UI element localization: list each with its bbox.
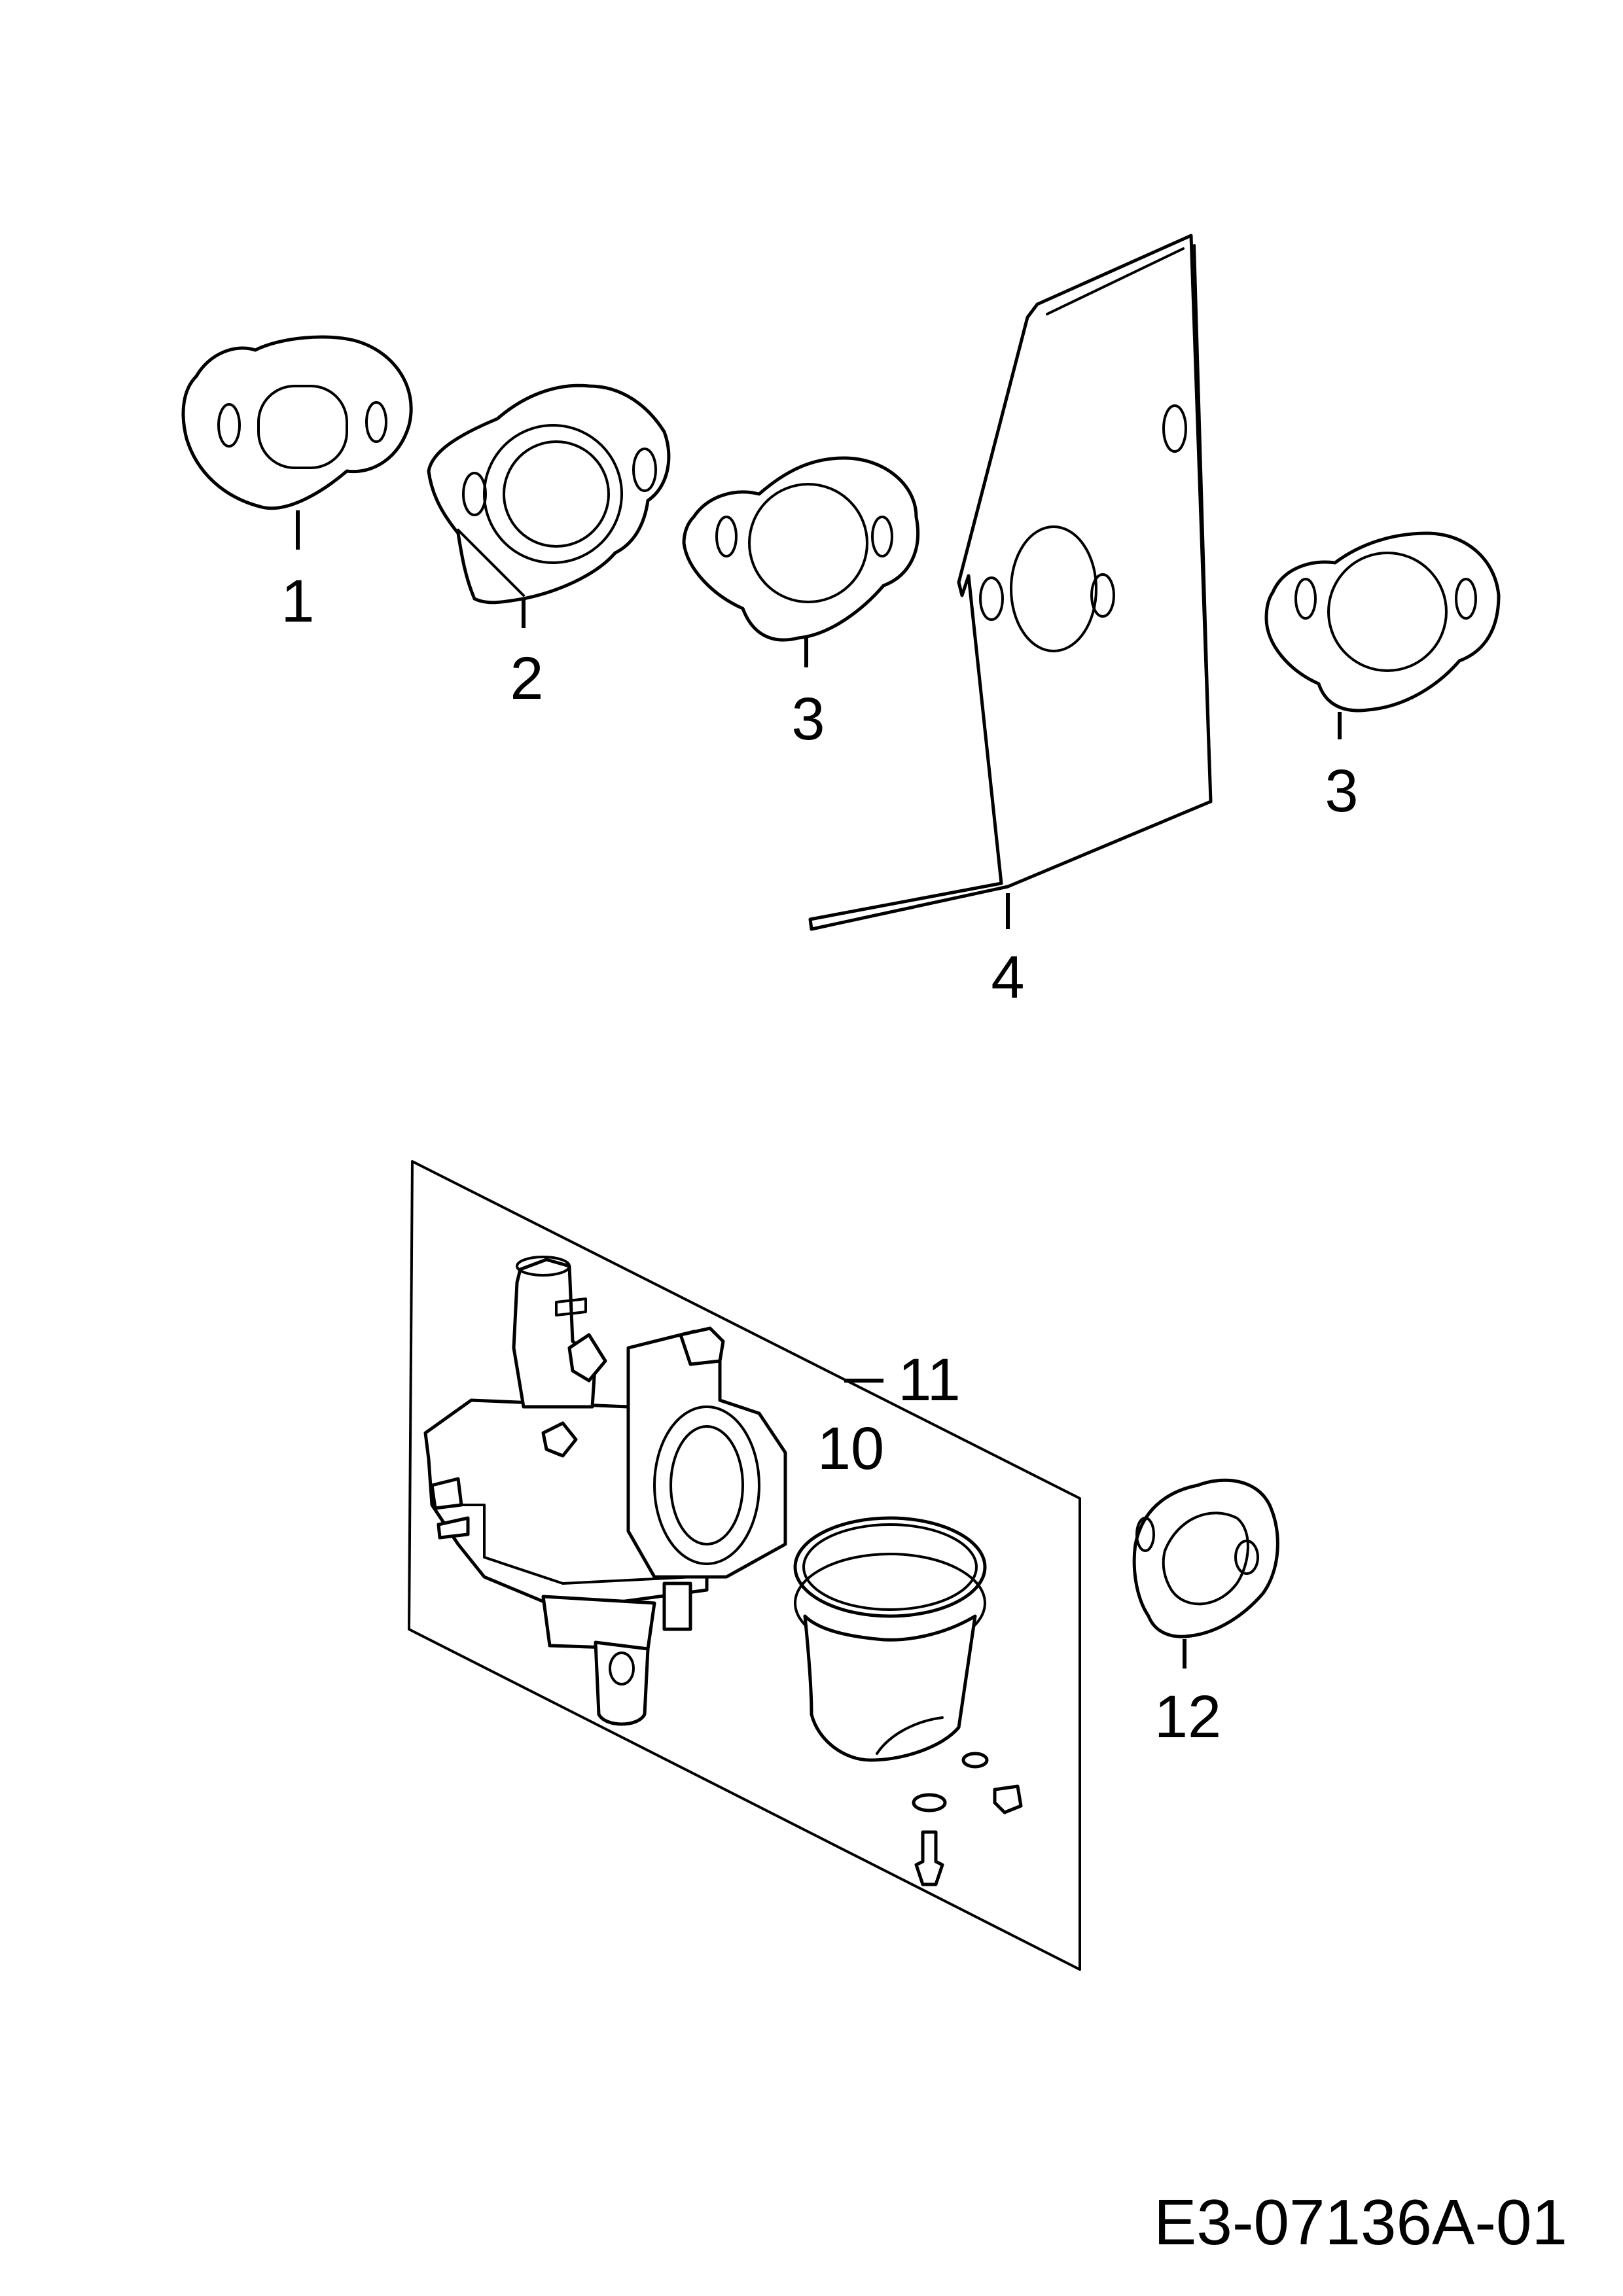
callout-12: 12 [1154, 1684, 1221, 1750]
callout-3b: 3 [1325, 758, 1358, 824]
diagram-reference-code: E3-07136A-01 [1154, 2186, 1567, 2258]
part-3-gasket-b[interactable] [1264, 531, 1501, 713]
part-4-heat-shield[interactable] [808, 234, 1213, 931]
callout-4: 4 [991, 944, 1024, 1011]
part-10-bowl-gasket[interactable] [793, 1516, 987, 1653]
part-11-carburetor-assembly-panel[interactable] [408, 1160, 1081, 1971]
callout-3a: 3 [791, 686, 825, 752]
carburetor-body[interactable] [423, 1256, 787, 1726]
part-12-gasket[interactable] [1132, 1478, 1279, 1638]
drain-screw-parts[interactable] [912, 1752, 1023, 1886]
callout-1: 1 [281, 568, 314, 635]
part-2-spacer[interactable] [427, 383, 671, 605]
float-bowl[interactable] [803, 1614, 977, 1762]
callout-2: 2 [510, 645, 543, 712]
callout-10: 10 [817, 1415, 884, 1482]
callout-11: 11 [898, 1347, 961, 1413]
part-1-gasket[interactable] [181, 335, 413, 510]
part-3-gasket-a[interactable] [682, 456, 920, 642]
